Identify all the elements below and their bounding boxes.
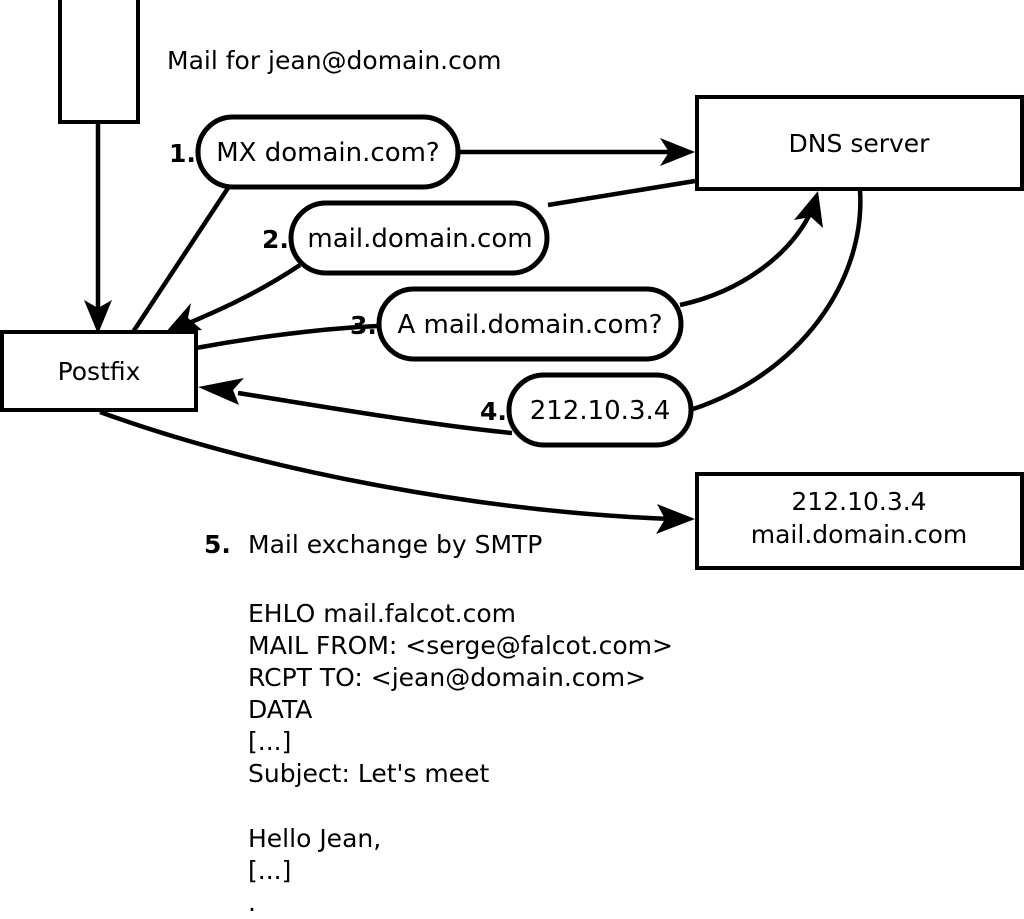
step-2-number: 2. <box>262 225 289 254</box>
smtp-line-8: Hello Jean, <box>248 824 381 853</box>
node-target-host-label: mail.domain.com <box>751 520 967 549</box>
step-bubble-3[interactable]: A mail.domain.com? <box>376 286 684 362</box>
step-2-bubble-shape[interactable] <box>288 200 550 276</box>
step-bubble-1[interactable]: MX domain.com? <box>195 114 461 190</box>
step-bubble-2[interactable]: mail.domain.com <box>288 200 550 276</box>
step-4-number: 4. <box>480 397 507 426</box>
step-bubble-4[interactable]: 212.10.3.4 <box>506 372 694 448</box>
mail-for-label: Mail for jean@domain.com <box>167 46 502 75</box>
node-target-mailserver-box[interactable] <box>695 472 1024 570</box>
step-1-number: 1. <box>169 139 196 168</box>
node-target-ip-label: 212.10.3.4 <box>791 487 926 516</box>
edge-step4-to-postfix <box>198 378 513 436</box>
smtp-line-9: [...] <box>248 856 291 885</box>
edge-step2-to-postfix <box>165 263 302 333</box>
node-client-box[interactable] <box>58 0 140 124</box>
node-dns-server-label: DNS server <box>789 129 931 158</box>
smtp-line-4: DATA <box>248 695 312 724</box>
smtp-line-6: Subject: Let's meet <box>248 759 489 788</box>
smtp-line-1: EHLO mail.falcot.com <box>248 599 516 628</box>
edge-step1-to-postfix <box>131 183 232 334</box>
step-5-number: 5. <box>204 530 231 559</box>
step-3-text: A mail.domain.com? <box>398 310 663 340</box>
smtp-line-10: . <box>248 888 256 917</box>
step-3-number: 3. <box>350 311 377 340</box>
edge-step3-to-dns <box>679 191 823 308</box>
step-1-bubble-shape[interactable] <box>195 114 461 190</box>
edge-client-to-postfix <box>84 122 112 334</box>
step-4-bubble-shape[interactable] <box>506 372 694 448</box>
step-4-text: 212.10.3.4 <box>530 396 671 426</box>
node-dns-server-box[interactable] <box>695 95 1024 191</box>
smtp-transcript: EHLO mail.falcot.com MAIL FROM: <serge@f… <box>248 599 673 917</box>
edge-step1-to-dns <box>460 138 695 166</box>
node-postfix-label: Postfix <box>58 357 141 386</box>
smtp-line-3: RCPT TO: <jean@domain.com> <box>248 663 646 692</box>
step-1-text: MX domain.com? <box>216 138 439 168</box>
step-3-bubble-shape[interactable] <box>376 286 684 362</box>
smtp-line-5: [...] <box>248 727 291 756</box>
edge-dns-to-step2 <box>547 178 696 208</box>
node-postfix-box[interactable] <box>0 330 198 412</box>
step-2-text: mail.domain.com <box>307 224 532 254</box>
edge-dns-to-step4 <box>689 189 863 413</box>
step-5-text: Mail exchange by SMTP <box>248 530 542 559</box>
edge-postfix-to-target <box>99 409 695 534</box>
smtp-line-2: MAIL FROM: <serge@falcot.com> <box>248 631 673 660</box>
edge-postfix-to-step3 <box>195 323 379 351</box>
